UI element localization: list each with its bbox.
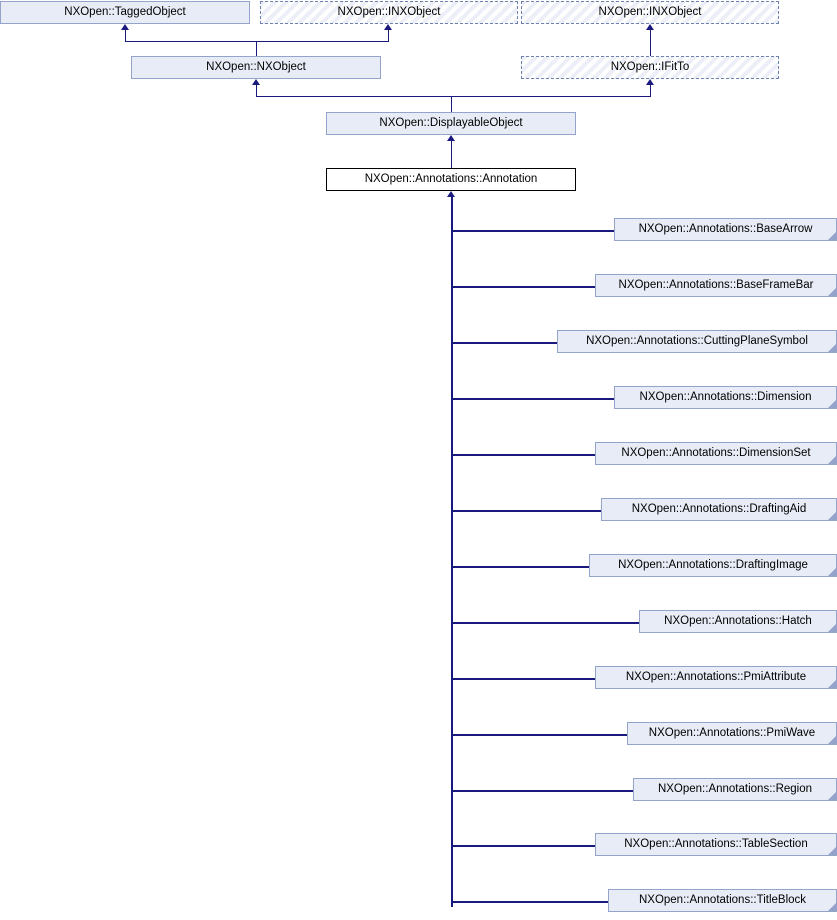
node-label: NXOpen::Annotations::PmiAttribute (625, 671, 807, 683)
edge-derived-branch (452, 454, 595, 456)
node-derived-class[interactable]: NXOpen::Annotations::DraftingAid (601, 498, 837, 521)
node-derived-class[interactable]: NXOpen::Annotations::DimensionSet (595, 442, 837, 465)
node-derived-class[interactable]: NXOpen::Annotations::BaseArrow (614, 218, 837, 241)
node-ifitto[interactable]: NXOpen::IFitTo (521, 56, 779, 79)
edge-derived-branch (452, 286, 595, 288)
node-annotation-focus[interactable]: NXOpen::Annotations::Annotation (326, 168, 576, 191)
edge-tagged-object-riser (125, 30, 126, 42)
edge-derived-branch (452, 342, 557, 344)
node-derived-class[interactable]: NXOpen::Annotations::DraftingImage (589, 554, 837, 577)
node-derived-class[interactable]: NXOpen::Annotations::TableSection (595, 833, 837, 856)
folded-corner-icon (828, 792, 836, 800)
node-derived-class[interactable]: NXOpen::Annotations::TitleBlock (608, 889, 837, 912)
edge-drop-displayable-object (451, 96, 452, 112)
node-displayable-object[interactable]: NXOpen::DisplayableObject (326, 112, 576, 135)
node-derived-class[interactable]: NXOpen::Annotations::CuttingPlaneSymbol (557, 330, 837, 353)
edge-nxobject-riser (256, 85, 257, 97)
edge-derived-branch (452, 845, 595, 847)
folded-corner-icon (828, 624, 836, 632)
node-label: NXOpen::Annotations::TitleBlock (638, 894, 807, 906)
folded-corner-icon (828, 344, 836, 352)
node-derived-class[interactable]: NXOpen::Annotations::PmiWave (627, 722, 837, 745)
arrowhead-to-ifitto (646, 79, 654, 85)
folded-corner-icon (828, 847, 836, 855)
folded-corner-icon (828, 456, 836, 464)
arrowhead-to-nxobject (252, 79, 260, 85)
edge-ifitto-riser (650, 85, 651, 97)
node-label: NXOpen::Annotations::CuttingPlaneSymbol (586, 335, 808, 347)
node-label: NXOpen::Annotations::DimensionSet (621, 447, 811, 459)
arrowhead-to-tagged-object (121, 24, 129, 30)
node-label: NXOpen::Annotations::TableSection (624, 838, 808, 850)
edge-drop-nxobject (256, 41, 257, 56)
edge-derived-branch (452, 678, 595, 680)
edge-derived-branch (452, 566, 589, 568)
arrowhead-to-inxobject-right (646, 24, 654, 30)
node-label: NXOpen::TaggedObject (64, 6, 186, 18)
node-label: NXOpen::Annotations::BaseArrow (638, 223, 813, 235)
node-derived-class[interactable]: NXOpen::Annotations::Hatch (639, 610, 837, 633)
node-label: NXOpen::INXObject (337, 6, 441, 18)
node-label: NXOpen::INXObject (598, 6, 702, 18)
node-label: NXOpen::Annotations::BaseFrameBar (618, 279, 814, 291)
node-derived-class[interactable]: NXOpen::Annotations::Dimension (614, 386, 837, 409)
edge-derived-branch (452, 790, 633, 792)
node-derived-class[interactable]: NXOpen::Annotations::PmiAttribute (595, 666, 837, 689)
node-tagged-object[interactable]: NXOpen::TaggedObject (0, 1, 250, 24)
node-label: NXOpen::IFitTo (610, 61, 690, 73)
node-nxobject[interactable]: NXOpen::NXObject (131, 56, 381, 79)
edge-derived-branch (452, 901, 608, 903)
node-inxobject-left[interactable]: NXOpen::INXObject (260, 1, 518, 24)
arrowhead-to-annotation (447, 191, 455, 197)
node-label: NXOpen::Annotations::Hatch (664, 615, 812, 627)
folded-corner-icon (828, 512, 836, 520)
folded-corner-icon (828, 288, 836, 296)
edge-inxobject-left-riser (388, 30, 389, 42)
edge-derived-trunk (451, 197, 453, 907)
edge-derived-branch (452, 734, 627, 736)
node-derived-class[interactable]: NXOpen::Annotations::BaseFrameBar (595, 274, 837, 297)
node-inxobject-right[interactable]: NXOpen::INXObject (521, 1, 779, 24)
edge-ifitto-to-inxobject-right (650, 30, 651, 56)
folded-corner-icon (828, 400, 836, 408)
edge-derived-branch (452, 230, 614, 232)
node-label: NXOpen::Annotations::DraftingAid (631, 503, 807, 515)
folded-corner-icon (828, 903, 836, 911)
node-label: NXOpen::Annotations::PmiWave (648, 727, 816, 739)
folded-corner-icon (828, 680, 836, 688)
node-label: NXOpen::Annotations::Region (657, 783, 813, 795)
edge-displayable-object-to-annotation (451, 141, 452, 168)
node-label: NXOpen::NXObject (206, 61, 306, 73)
node-label: NXOpen::Annotations::Annotation (364, 173, 538, 185)
edge-bus-nxobject (125, 41, 389, 42)
edge-derived-branch (452, 622, 639, 624)
node-label: NXOpen::Annotations::Dimension (639, 391, 812, 403)
folded-corner-icon (828, 736, 836, 744)
node-derived-class[interactable]: NXOpen::Annotations::Region (633, 778, 837, 801)
edge-bus-displayable-object (256, 96, 651, 97)
folded-corner-icon (828, 232, 836, 240)
arrowhead-to-inxobject-left (384, 24, 392, 30)
edge-derived-branch (452, 398, 614, 400)
edge-derived-branch (452, 510, 601, 512)
folded-corner-icon (828, 568, 836, 576)
arrowhead-to-displayable-object (447, 135, 455, 141)
node-label: NXOpen::Annotations::DraftingImage (618, 559, 808, 571)
node-label: NXOpen::DisplayableObject (379, 117, 523, 129)
